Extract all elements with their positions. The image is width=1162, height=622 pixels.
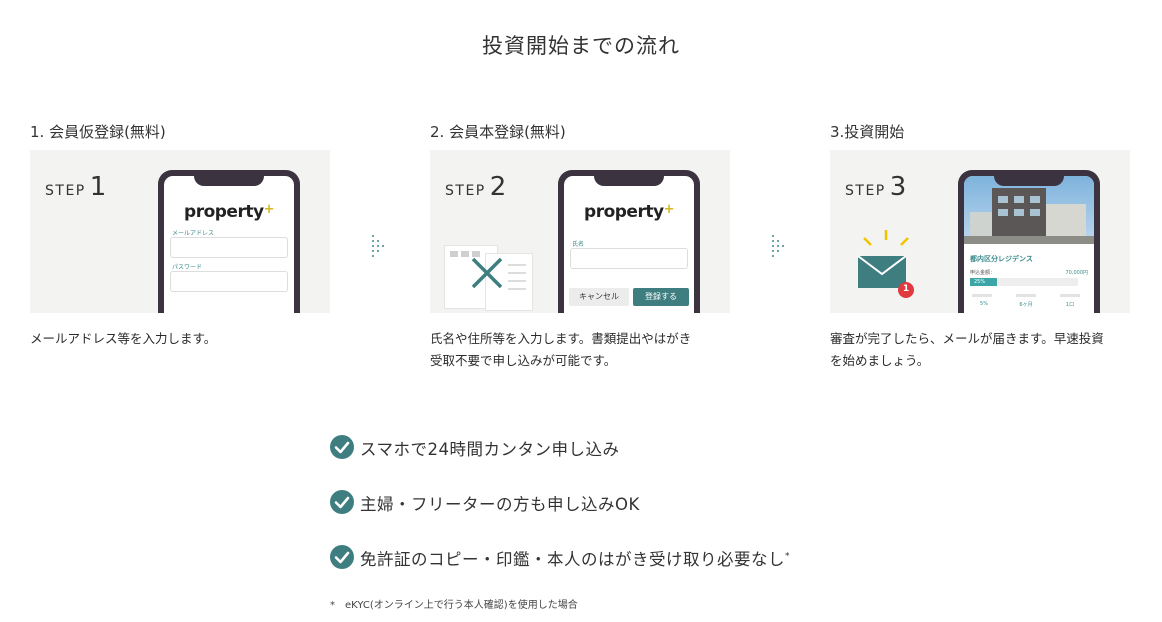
document-icon xyxy=(485,253,533,311)
mail-notification-icon xyxy=(857,230,914,298)
email-label: メールアドレス xyxy=(172,230,215,237)
stat-units: 1口 xyxy=(1065,302,1075,308)
property-name: 都内区分レジデンス xyxy=(970,255,1033,263)
step-heading: 2. 会員本登録(無料) xyxy=(430,123,566,141)
footnote: * eKYC(オンライン上で行う本人確認)を使用した場合 xyxy=(330,600,578,611)
phone-screen: 都内区分レジデンス 申込金額： 70,000円 25% 5% 6ヶ月 1口 xyxy=(964,176,1094,313)
property-logo: property+ xyxy=(184,202,274,222)
phone-screen: property+ 氏名 キャンセル 登録する xyxy=(564,176,694,313)
phone-screen: property+ メールアドレス パスワード xyxy=(164,176,294,313)
step-description: 審査が完了したら、メールが届きます。早速投資 を始めましょう。 xyxy=(830,331,1104,368)
step-heading: 1. 会員仮登録(無料) xyxy=(30,123,166,141)
amount-value: 70,000円 xyxy=(1065,270,1089,276)
cancel-button[interactable]: キャンセル xyxy=(569,288,629,306)
step-description: 氏名や住所等を入力します。書類提出やはがき 受取不要で申し込みが可能です。 xyxy=(430,331,692,368)
phone-mockup: property+ 氏名 キャンセル 登録する xyxy=(558,170,700,313)
phone-notch xyxy=(994,170,1064,186)
stat-period: 6ヶ月 xyxy=(1019,302,1033,308)
footnote-marker: * xyxy=(785,551,790,562)
cross-icon xyxy=(471,257,503,289)
check-icon xyxy=(330,545,354,569)
property-photo xyxy=(964,176,1094,244)
stat-yield: 5% xyxy=(980,301,988,307)
funding-progress-bar: 25% xyxy=(970,278,1078,286)
page-title: 投資開始までの流れ xyxy=(482,34,680,58)
phone-mockup: property+ メールアドレス パスワード xyxy=(158,170,300,313)
email-field[interactable] xyxy=(170,237,288,258)
check-icon xyxy=(330,435,354,459)
password-field[interactable] xyxy=(170,271,288,292)
phone-mockup: 都内区分レジデンス 申込金額： 70,000円 25% 5% 6ヶ月 1口 xyxy=(958,170,1100,313)
amount-label: 申込金額： xyxy=(970,270,996,276)
name-label: 氏名 xyxy=(572,241,585,248)
phone-notch xyxy=(194,170,264,186)
password-label: パスワード xyxy=(172,264,203,271)
property-logo: property+ xyxy=(584,202,674,222)
check-icon xyxy=(330,490,354,514)
step-description: メールアドレス等を入力します。 xyxy=(30,331,217,346)
progress-label: 25% xyxy=(974,279,986,285)
step-heading: 3.投資開始 xyxy=(830,123,905,141)
notification-badge: 1 xyxy=(902,284,910,294)
register-button[interactable]: 登録する xyxy=(633,288,689,306)
phone-notch xyxy=(594,170,664,186)
name-field[interactable] xyxy=(570,248,688,269)
